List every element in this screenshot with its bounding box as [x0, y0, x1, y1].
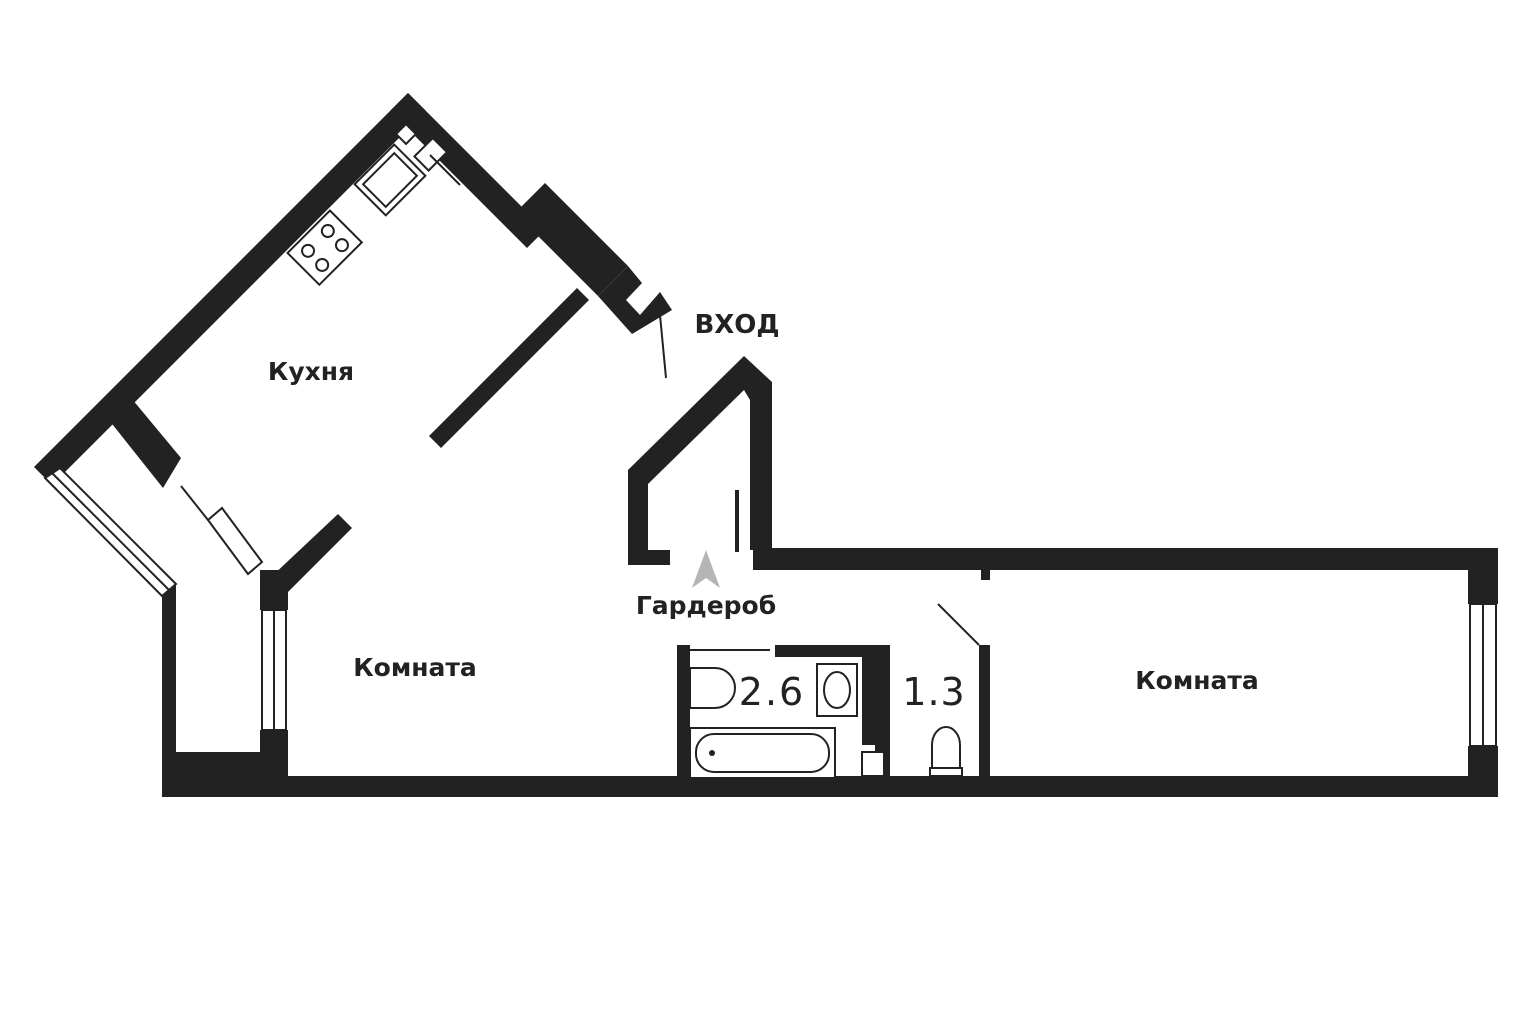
balcony-door	[206, 506, 264, 576]
windows	[43, 466, 1497, 747]
kitchen-fixtures	[286, 122, 461, 287]
entrance-label: ВХОД	[694, 310, 779, 340]
bathroom-fixtures	[689, 663, 963, 779]
arrow-up-icon	[692, 550, 720, 588]
kitchen-outlet	[394, 122, 418, 146]
bathroom-area: 2.6	[739, 670, 805, 714]
toilet-door	[937, 603, 980, 646]
toilet-area: 1.3	[902, 670, 965, 714]
stove-icon	[286, 209, 364, 287]
room-right-label: Комната	[1135, 666, 1259, 695]
sink-icon	[689, 667, 736, 709]
walls	[34, 93, 1498, 797]
kitchen-label: Кухня	[268, 357, 354, 386]
wardrobe-label: Гардероб	[636, 591, 776, 620]
riser-box	[861, 751, 885, 777]
toilet-icon	[929, 726, 963, 777]
entrance-door	[659, 314, 667, 379]
doors	[659, 314, 980, 651]
room-left-label: Комната	[353, 653, 477, 682]
labels: ВХОД Кухня Комната Гардероб Комната 2.6 …	[268, 310, 1259, 714]
